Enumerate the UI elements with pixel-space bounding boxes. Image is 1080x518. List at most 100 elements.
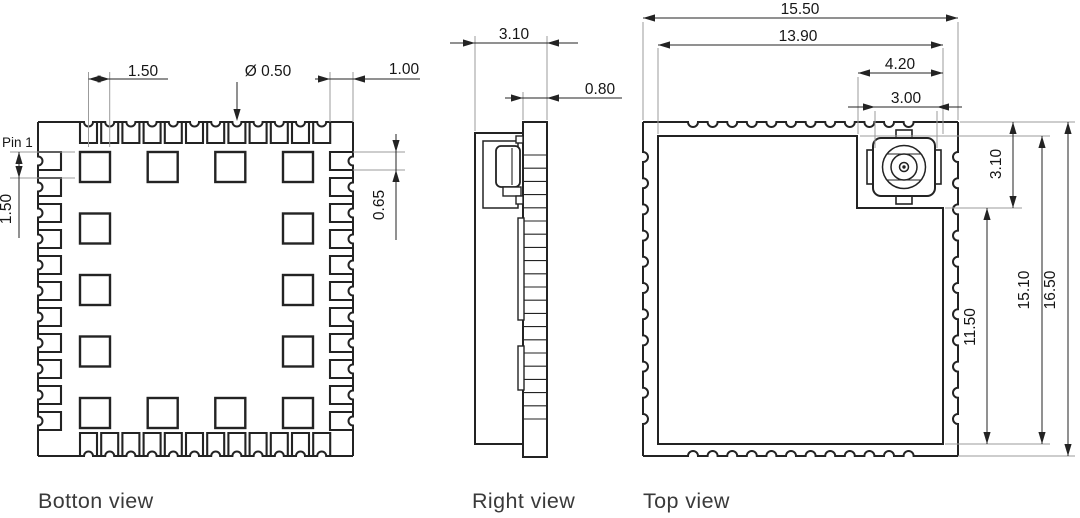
- connector-outer-ring: [881, 144, 927, 190]
- castellation-pad: [163, 122, 183, 145]
- smd-pad: [146, 150, 179, 184]
- dim-arrow: [511, 94, 523, 102]
- dim-arrow: [353, 75, 365, 83]
- connector-center-pin: [898, 161, 910, 173]
- module-edge-bottom: [643, 450, 958, 457]
- castellation-pad: [312, 122, 332, 145]
- smd-pad: [281, 150, 315, 184]
- castellation-pad: [312, 431, 332, 456]
- right-view: 3.10 0.80 Right view: [450, 26, 622, 513]
- bottom-view-caption: Botton view: [38, 489, 154, 513]
- dim-arrow: [15, 166, 23, 178]
- castellation-pad: [184, 431, 205, 456]
- smd-pad: [281, 212, 315, 245]
- castellation-pad: [227, 122, 247, 145]
- smd-pad: [281, 273, 315, 307]
- castellation-pad: [290, 431, 311, 456]
- castellation-pad: [38, 280, 63, 302]
- dim-label-pcb-thickness: 0.80: [585, 81, 616, 98]
- castellation-pad: [328, 254, 353, 276]
- castellation-pad: [38, 306, 63, 328]
- smd-pad: [281, 335, 315, 368]
- top-view-dimensions: [642, 14, 1075, 457]
- pcb-side-profile: [522, 121, 548, 458]
- castellation-pad: [184, 122, 205, 145]
- castellation-pad: [248, 431, 268, 456]
- castellation-pad: [328, 332, 353, 354]
- connector-tab-bottom: [895, 195, 913, 205]
- castellation-pad: [38, 150, 63, 172]
- castellation-pad: [227, 431, 247, 456]
- right-view-caption: Right view: [472, 489, 575, 513]
- castellation-pad: [38, 384, 63, 406]
- connector-center-dot: [902, 165, 906, 169]
- module-edge-right: [952, 122, 959, 456]
- right-view-dimensions: [450, 36, 622, 131]
- connector-mount-tab: [515, 135, 524, 144]
- smd-pad: [78, 212, 112, 245]
- castellation-pad: [163, 431, 183, 456]
- dim-arrow: [318, 75, 330, 83]
- castellation-pad: [206, 122, 226, 145]
- module-edge-top: [643, 121, 958, 128]
- dim-arrow: [88, 75, 101, 83]
- castellation-pad: [142, 122, 162, 145]
- castellation-pad: [142, 431, 162, 456]
- module-edge-left: [642, 122, 649, 456]
- smd-pad: [78, 396, 112, 430]
- dim-arrow: [547, 94, 559, 102]
- dim-arrow: [392, 170, 400, 182]
- dim-arrow: [392, 140, 400, 152]
- module-edge-top: [38, 121, 353, 128]
- dim-label-left-pad-pitch: 1.50: [0, 194, 15, 225]
- side-pad-strip: [517, 345, 525, 391]
- dim-arrow: [233, 109, 241, 121]
- top-view-module-outline: [642, 121, 959, 457]
- dim-arrow: [643, 14, 655, 22]
- module-edge-left: [37, 122, 44, 456]
- smd-pad: [78, 273, 112, 307]
- bottom-view-module-outline: [37, 121, 354, 457]
- castellation-pad: [328, 228, 353, 250]
- side-pad-strip: [517, 217, 525, 321]
- pin1-label: Pin 1: [2, 135, 33, 150]
- castellation-pad: [248, 122, 268, 145]
- top-view-caption: Top view: [643, 489, 730, 513]
- castellation-pad: [328, 176, 353, 198]
- castellation-pad: [38, 410, 63, 432]
- bottom-view: 1.50 Ø 0.50 1.00 Pin 1 1.50 0.65 Botton …: [0, 61, 420, 513]
- dim-label-shield-width: 13.90: [779, 28, 818, 45]
- smd-pad: [146, 396, 179, 430]
- bottom-view-dimensions: [10, 72, 420, 240]
- castellation-pad: [38, 358, 63, 380]
- dim-arrow: [983, 432, 991, 444]
- castellation-pad: [269, 122, 289, 145]
- castellation-pad: [328, 358, 353, 380]
- castellation-pad: [328, 306, 353, 328]
- castellation-pad: [38, 202, 63, 224]
- smd-pad: [78, 335, 112, 368]
- module-edge-bottom: [38, 450, 353, 457]
- dim-arrow: [1038, 136, 1046, 148]
- dim-label-shield-height: 15.10: [1016, 270, 1033, 309]
- dim-arrow: [1009, 196, 1017, 208]
- right-view-module-outline: [474, 121, 548, 458]
- dim-label-module-height: 16.50: [1042, 270, 1059, 309]
- dim-arrow: [858, 69, 870, 77]
- dim-label-side-pad-width: 0.65: [371, 190, 388, 220]
- dim-arrow: [983, 208, 991, 220]
- dim-arrow: [97, 75, 110, 83]
- antenna-connector-side: [495, 145, 521, 188]
- module-edge-right: [347, 122, 354, 456]
- dim-label-hole-diameter: Ø 0.50: [245, 63, 292, 80]
- connector-tab-top: [895, 129, 913, 139]
- castellation-pad: [328, 384, 353, 406]
- castellation-pad: [328, 202, 353, 224]
- castellation-pad: [206, 431, 226, 456]
- dim-arrow: [1064, 122, 1072, 134]
- top-view: 15.50 13.90 4.20 3.00 3.10 11.50 15.10 1…: [642, 1, 1075, 513]
- dim-arrow: [1038, 432, 1046, 444]
- dim-arrow: [658, 41, 670, 49]
